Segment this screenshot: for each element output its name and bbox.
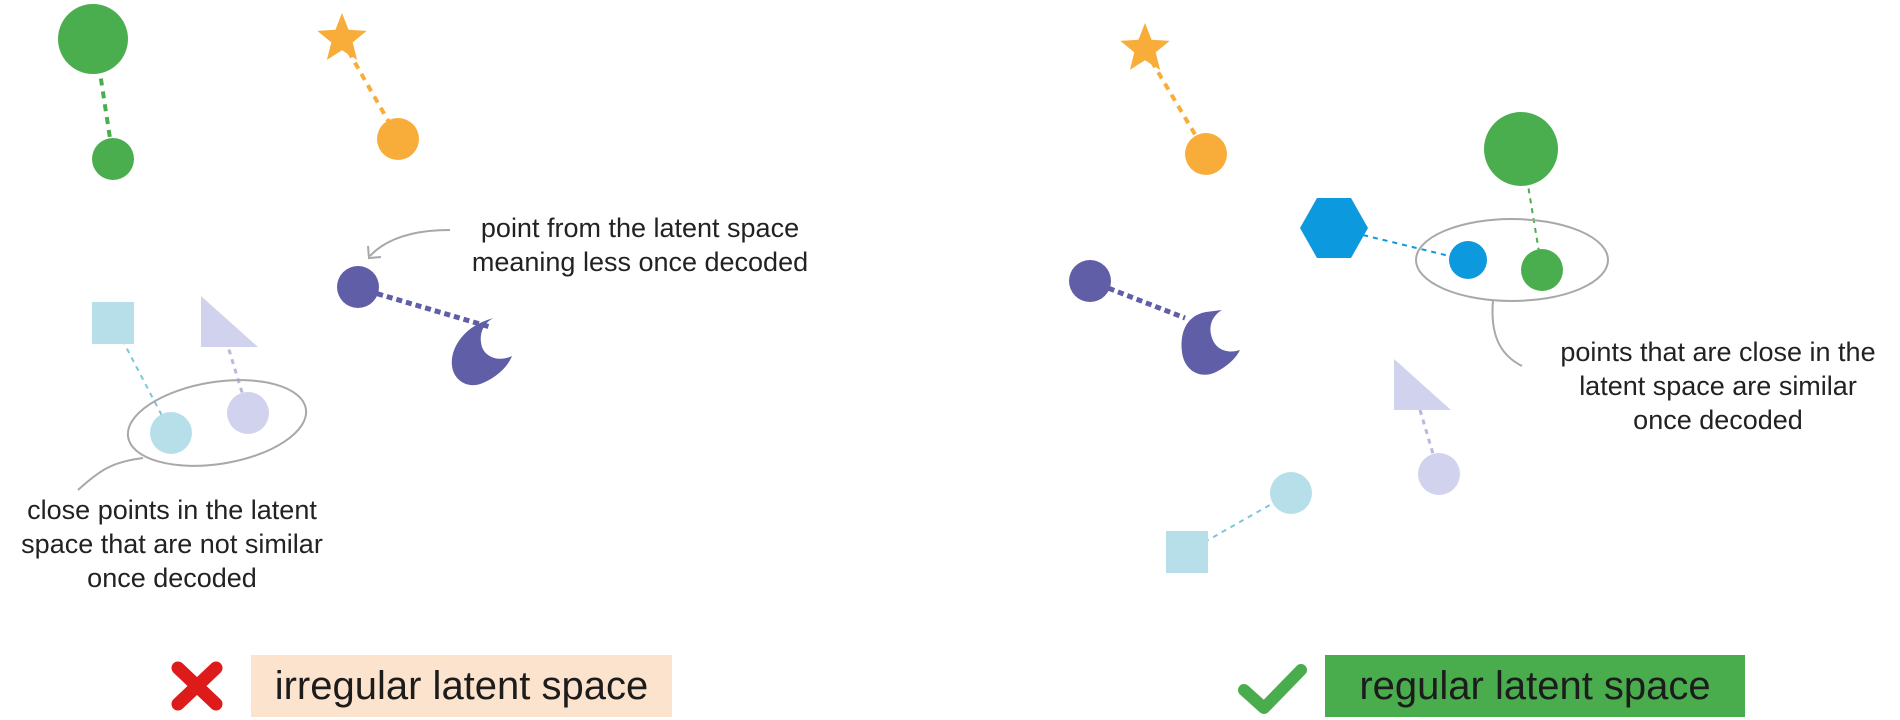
indigo-link-left <box>357 285 491 330</box>
blue-latent-point-right <box>1449 241 1487 279</box>
annotation-line: close points in the latent <box>27 495 317 525</box>
check-icon <box>1238 664 1307 714</box>
lavender-link-right <box>1418 409 1441 475</box>
leader-line-right <box>1491 299 1523 367</box>
annotation-meaningless-point: point from the latent space meaning less… <box>440 211 840 279</box>
close-points-outline-left <box>126 379 308 467</box>
lavender-latent-point-right <box>1418 453 1460 495</box>
annotation-line: meaning less once decoded <box>471 247 809 277</box>
lavender-triangle-right <box>1394 359 1451 410</box>
green-latent-point-right <box>1521 249 1563 291</box>
annotation-close-similar: points that are close in the latent spac… <box>1528 335 1900 437</box>
regular-label-background <box>1325 655 1745 717</box>
regular-latent-space-label: regular latent space <box>1359 664 1711 708</box>
lightblue-square-left <box>92 302 134 344</box>
leader-line-left-bottom <box>77 457 144 491</box>
indigo-moon-left <box>451 318 512 386</box>
right-panel <box>1069 23 1609 573</box>
indigo-moon-right <box>1181 310 1240 375</box>
annotation-line: once decoded <box>1633 405 1803 435</box>
green-original-circle-right <box>1484 112 1558 186</box>
indigo-latent-point-left <box>337 266 379 308</box>
close-points-outline-right <box>1415 218 1609 302</box>
green-latent-point-left <box>92 138 134 180</box>
lightblue-latent-point-right <box>1270 472 1312 514</box>
annotation-close-not-similar: close points in the latent space that ar… <box>0 493 344 595</box>
annotation-line: once decoded <box>87 563 257 593</box>
indigo-latent-point-right <box>1069 260 1111 302</box>
annotation-line: points that are close in the <box>1560 337 1876 367</box>
green-original-circle-left <box>58 4 128 74</box>
left-panel <box>58 4 512 491</box>
irregular-label-background <box>251 655 672 717</box>
cross-icon <box>171 661 223 711</box>
orange-latent-point-left <box>377 118 419 160</box>
orange-star-left <box>317 13 367 60</box>
indigo-link-right <box>1089 278 1186 321</box>
annotation-line: space that are not similar <box>21 529 323 559</box>
orange-link-right <box>1143 48 1208 155</box>
irregular-latent-space-label: irregular latent space <box>274 664 649 708</box>
lavender-latent-point-left <box>227 392 269 434</box>
leader-arrow-left-top <box>369 229 451 257</box>
annotation-line: latent space are similar <box>1579 371 1857 401</box>
blue-hexagon-right <box>1300 198 1368 258</box>
lightblue-latent-point-left <box>150 412 192 454</box>
arrowhead-left-top <box>367 245 382 260</box>
annotation-line: point from the latent space <box>480 213 800 243</box>
lavender-triangle-left <box>201 296 258 347</box>
orange-latent-point-right <box>1185 133 1227 175</box>
orange-star-right <box>1120 23 1170 70</box>
lightblue-square-right <box>1166 531 1208 573</box>
